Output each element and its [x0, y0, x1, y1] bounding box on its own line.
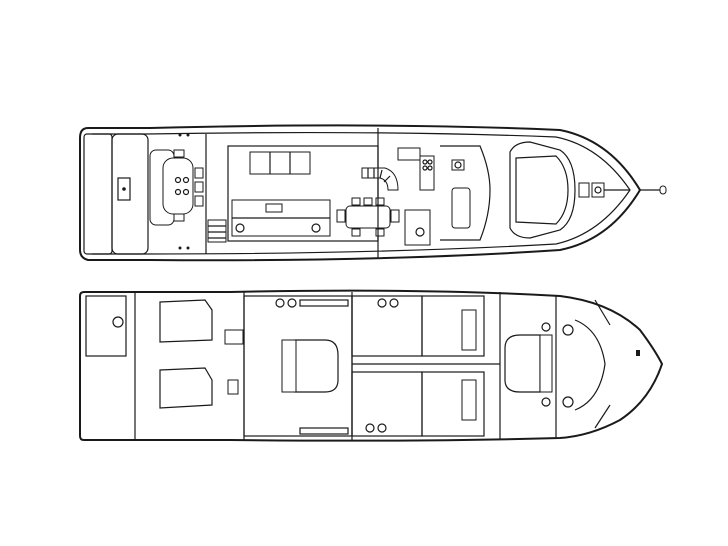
master-bed: [294, 339, 339, 393]
foredeck-hatch: [509, 141, 576, 239]
salon-lounge: [231, 199, 331, 237]
master-cabin: [243, 295, 353, 437]
helm-station: [440, 145, 491, 241]
guest-cabin-port: [421, 295, 485, 357]
engine-starboard: [159, 367, 239, 409]
main-deck-plan: [79, 124, 667, 262]
salon-sofa: [249, 151, 311, 175]
dining-table: [336, 197, 400, 237]
stairs: [361, 167, 399, 191]
guest-cabin-starboard: [421, 371, 485, 437]
aft-deck-table: [149, 149, 204, 226]
vip-bed: [504, 334, 541, 393]
engine-port: [159, 299, 244, 345]
lower-deck-plan: [79, 289, 664, 442]
main-deck-hull: [79, 124, 642, 262]
lower-deck-hull: [79, 289, 664, 442]
galley: [397, 147, 435, 246]
